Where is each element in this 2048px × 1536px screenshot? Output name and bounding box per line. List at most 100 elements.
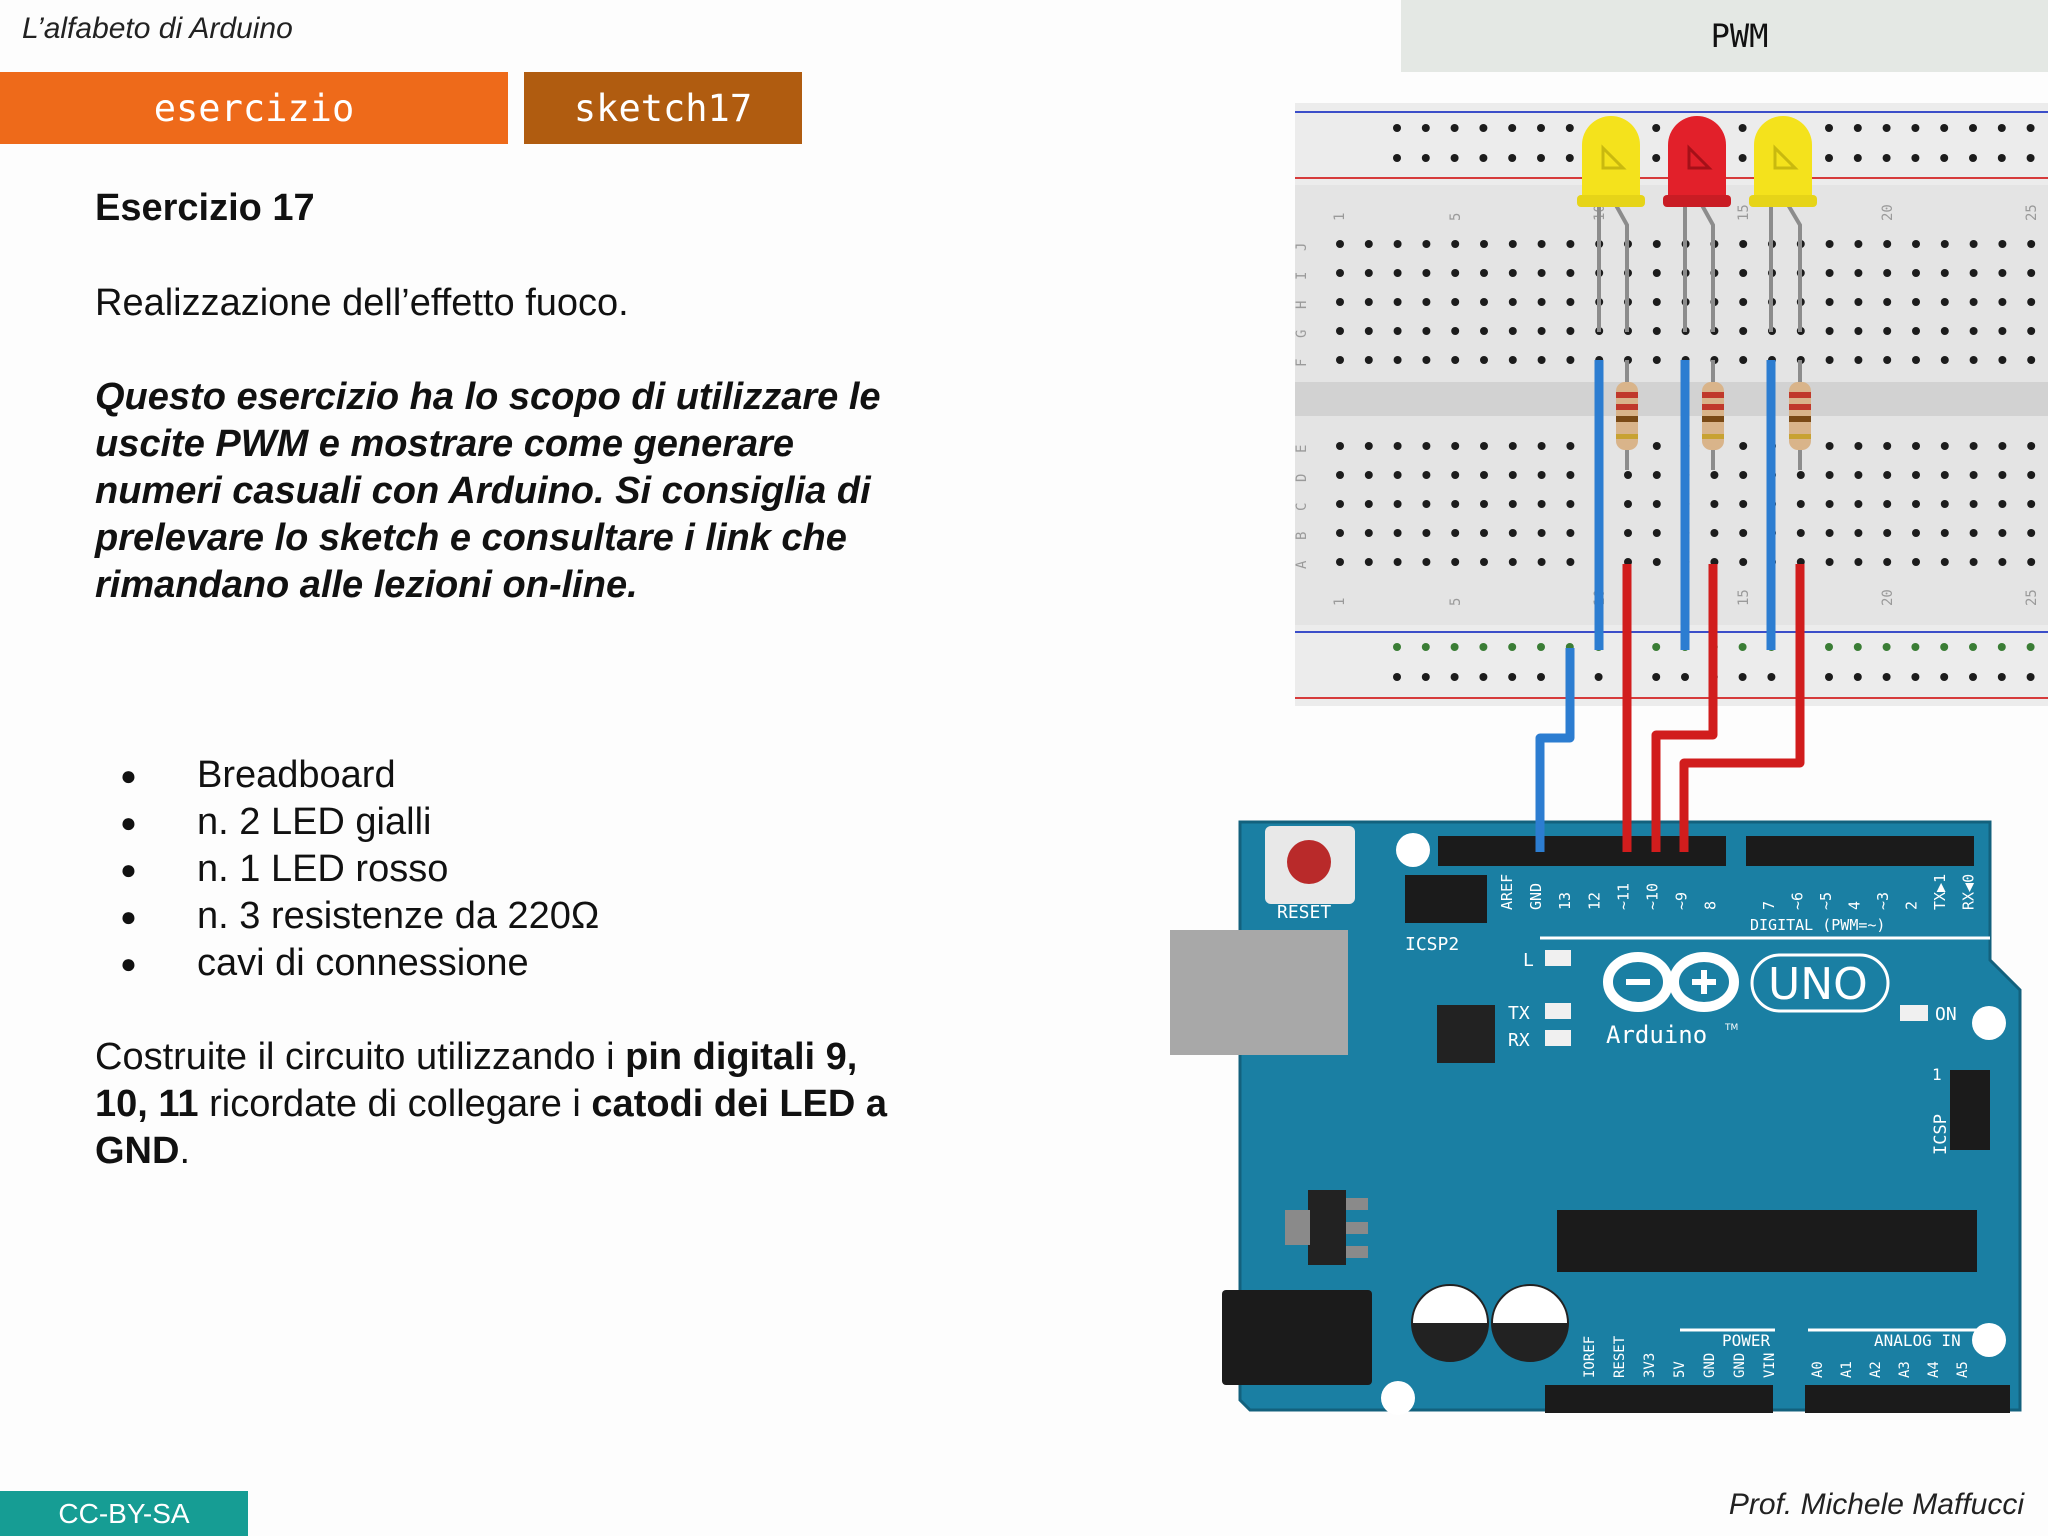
breadboard-rail-hole <box>1911 643 1920 651</box>
breadboard-hole <box>1912 529 1920 537</box>
breadboard-rail-hole <box>1681 673 1689 681</box>
breadboard-hole <box>1451 269 1460 277</box>
breadboard-hole <box>1451 442 1460 450</box>
breadboard-hole <box>1912 500 1920 508</box>
pin-label: A3 <box>1897 1361 1913 1378</box>
board-model: UNO <box>1768 959 1868 1010</box>
breadboard-rail-hole <box>1508 673 1517 681</box>
breadboard-hole <box>1854 558 1863 566</box>
breadboard-hole <box>1451 500 1460 508</box>
icsp2-header <box>1405 875 1487 923</box>
breadboard-rail-hole <box>1997 124 2006 132</box>
breadboard-hole <box>1912 269 1920 277</box>
breadboard-hole <box>1364 298 1373 306</box>
breadboard-hole <box>1912 356 1920 364</box>
wire-red <box>1651 564 1718 852</box>
breadboard-hole <box>1393 327 1402 335</box>
breadboard-hole <box>1739 356 1748 364</box>
pin-label: 12 <box>1585 892 1603 910</box>
row-letter: D <box>1294 474 1310 482</box>
breadboard-rail-hole <box>1738 124 1747 132</box>
exercise-heading: Esercizio 17 <box>95 187 315 229</box>
arduino-logo-icon <box>1603 952 1739 1012</box>
breadboard-hole <box>1825 298 1834 306</box>
breadboard-hole <box>1508 442 1517 450</box>
breadboard-rail-hole <box>1537 154 1545 162</box>
breadboard-hole <box>1739 327 1748 335</box>
arduino-logo-text: Arduino <box>1606 1021 1707 1049</box>
breadboard-hole <box>1969 298 1978 306</box>
breadboard-rail-hole <box>1969 154 1977 162</box>
breadboard-hole <box>1825 500 1834 508</box>
breadboard-hole <box>1854 529 1863 537</box>
breadboard-rail-hole <box>1969 124 1977 132</box>
breadboard-hole <box>1537 500 1546 508</box>
breadboard-hole <box>1652 269 1661 277</box>
pin-label: A0 <box>1810 1361 1826 1378</box>
breadboard-hole <box>1854 356 1863 364</box>
breadboard-hole <box>1998 240 2007 248</box>
row-letter: J <box>1294 243 1310 251</box>
breadboard-hole <box>1480 500 1488 508</box>
breadboard-hole <box>1652 298 1661 306</box>
breadboard-hole <box>1969 471 1978 479</box>
tab-sketch[interactable]: sketch17 <box>524 72 802 144</box>
breadboard-hole <box>1940 269 1949 277</box>
analog-label: ANALOG IN <box>1874 1331 1961 1350</box>
tab-exercise[interactable]: esercizio <box>0 72 508 144</box>
breadboard-rail-hole <box>1508 643 1517 651</box>
breadboard-hole <box>1364 558 1373 566</box>
license-badge: CC-BY-SA <box>0 1491 248 1536</box>
list-item: cavi di connessione <box>120 940 599 987</box>
icsp2-label: ICSP2 <box>1405 934 1459 955</box>
instructions-text: . <box>179 1130 191 1172</box>
column-number: 1 <box>1332 213 1348 221</box>
breadboard-rail-hole <box>1421 124 1430 132</box>
breadboard-hole <box>1422 471 1431 479</box>
row-letter: G <box>1294 330 1310 338</box>
column-number: 1 <box>1332 598 1348 606</box>
pin-label: VIN <box>1762 1353 1778 1378</box>
capacitor <box>1491 1284 1569 1362</box>
breadboard-rail-hole <box>1565 124 1574 132</box>
breadboard-hole <box>1825 269 1834 277</box>
breadboard-hole <box>1364 240 1373 248</box>
breadboard-hole <box>1854 327 1863 335</box>
row-letter: A <box>1294 560 1310 569</box>
instructions-text: ricordate di collegare i <box>198 1083 592 1125</box>
breadboard-hole <box>1537 327 1546 335</box>
breadboard-rail-hole <box>2026 154 2035 162</box>
breadboard-hole <box>1480 442 1488 450</box>
breadboard-hole <box>1537 529 1546 537</box>
breadboard-hole <box>1393 529 1402 537</box>
breadboard-rail-hole <box>1940 643 1949 651</box>
breadboard-rail-hole <box>1450 673 1459 681</box>
breadboard-hole <box>1883 327 1892 335</box>
breadboard-hole <box>1566 327 1575 335</box>
breadboard-hole <box>1364 327 1373 335</box>
icsp-label: ICSP <box>1931 1114 1951 1155</box>
breadboard-hole <box>2027 269 2036 277</box>
breadboard-hole <box>1508 558 1517 566</box>
led-yellow <box>1749 116 1817 207</box>
breadboard-hole <box>1451 356 1460 364</box>
pin-label: ~9 <box>1673 892 1691 910</box>
breadboard-hole <box>1537 269 1546 277</box>
breadboard-hole <box>1422 298 1431 306</box>
breadboard-hole <box>1739 471 1748 479</box>
breadboard-hole <box>1566 298 1575 306</box>
breadboard-rail-hole <box>1508 154 1517 162</box>
breadboard-hole <box>1796 529 1805 537</box>
breadboard-hole <box>1393 240 1402 248</box>
breadboard-hole <box>1537 558 1546 566</box>
breadboard-rail-hole <box>1767 673 1776 681</box>
breadboard-hole <box>1969 558 1978 566</box>
instructions-pins: pin digitali 9, 10, 11 <box>95 1036 858 1125</box>
pin-label: TX▶1 <box>1931 874 1949 910</box>
breadboard-rail-hole <box>1537 643 1545 651</box>
pin-label: IOREF <box>1582 1336 1598 1378</box>
breadboard-hole <box>2027 500 2036 508</box>
pin-label: 7 <box>1760 901 1778 910</box>
pin-label: 8 <box>1702 901 1720 910</box>
breadboard-hole <box>1710 529 1719 537</box>
